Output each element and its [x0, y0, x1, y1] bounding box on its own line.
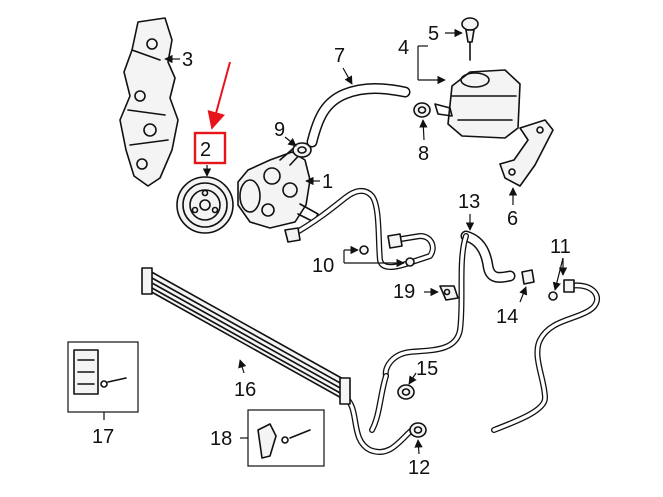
pulley [176, 176, 234, 234]
callout-3: 3 [182, 49, 193, 71]
callout-18: 18 [210, 428, 232, 450]
callout-7: 7 [334, 45, 345, 67]
highlight-box [193, 131, 227, 165]
power-steering-pump [237, 145, 319, 229]
callout-16: 16 [234, 379, 256, 401]
pressure-hose [460, 230, 516, 283]
hose-clamp-12 [409, 422, 427, 438]
hose-clamp-9 [292, 142, 312, 158]
cooler-return-line [343, 373, 415, 455]
callout-19: 19 [393, 281, 415, 303]
leader-lines [103, 28, 568, 455]
reservoir-cap [461, 17, 479, 61]
callout-10: 10 [312, 255, 334, 277]
callout-15: 15 [416, 358, 438, 380]
return-line [491, 279, 600, 433]
callout-2: 2 [200, 139, 211, 161]
return-hose [306, 83, 411, 148]
callout-5: 5 [428, 23, 439, 45]
callout-12: 12 [408, 457, 430, 479]
callout-9: 9 [274, 119, 285, 141]
fitting-14 [521, 269, 535, 285]
mounting-bracket [119, 17, 179, 187]
part-18-box [247, 409, 325, 467]
hose-clamp-8 [413, 102, 431, 118]
hose-clamp-15 [397, 384, 415, 400]
oil-cooler [141, 267, 351, 405]
reservoir-bracket [499, 119, 554, 187]
cooler-feed-line [382, 233, 469, 379]
reservoir [434, 69, 521, 139]
highlight-arrow [207, 61, 231, 130]
clip-19 [439, 285, 459, 301]
callout-1: 1 [322, 171, 333, 193]
callout-14: 14 [496, 306, 518, 328]
part-17-box [67, 341, 139, 413]
callout-13: 13 [458, 191, 480, 213]
callout-17: 17 [92, 426, 114, 448]
callout-4: 4 [398, 37, 409, 59]
pressure-line [284, 188, 436, 270]
callout-11: 11 [550, 236, 571, 258]
callout-6: 6 [507, 208, 518, 230]
callout-8: 8 [418, 143, 429, 165]
